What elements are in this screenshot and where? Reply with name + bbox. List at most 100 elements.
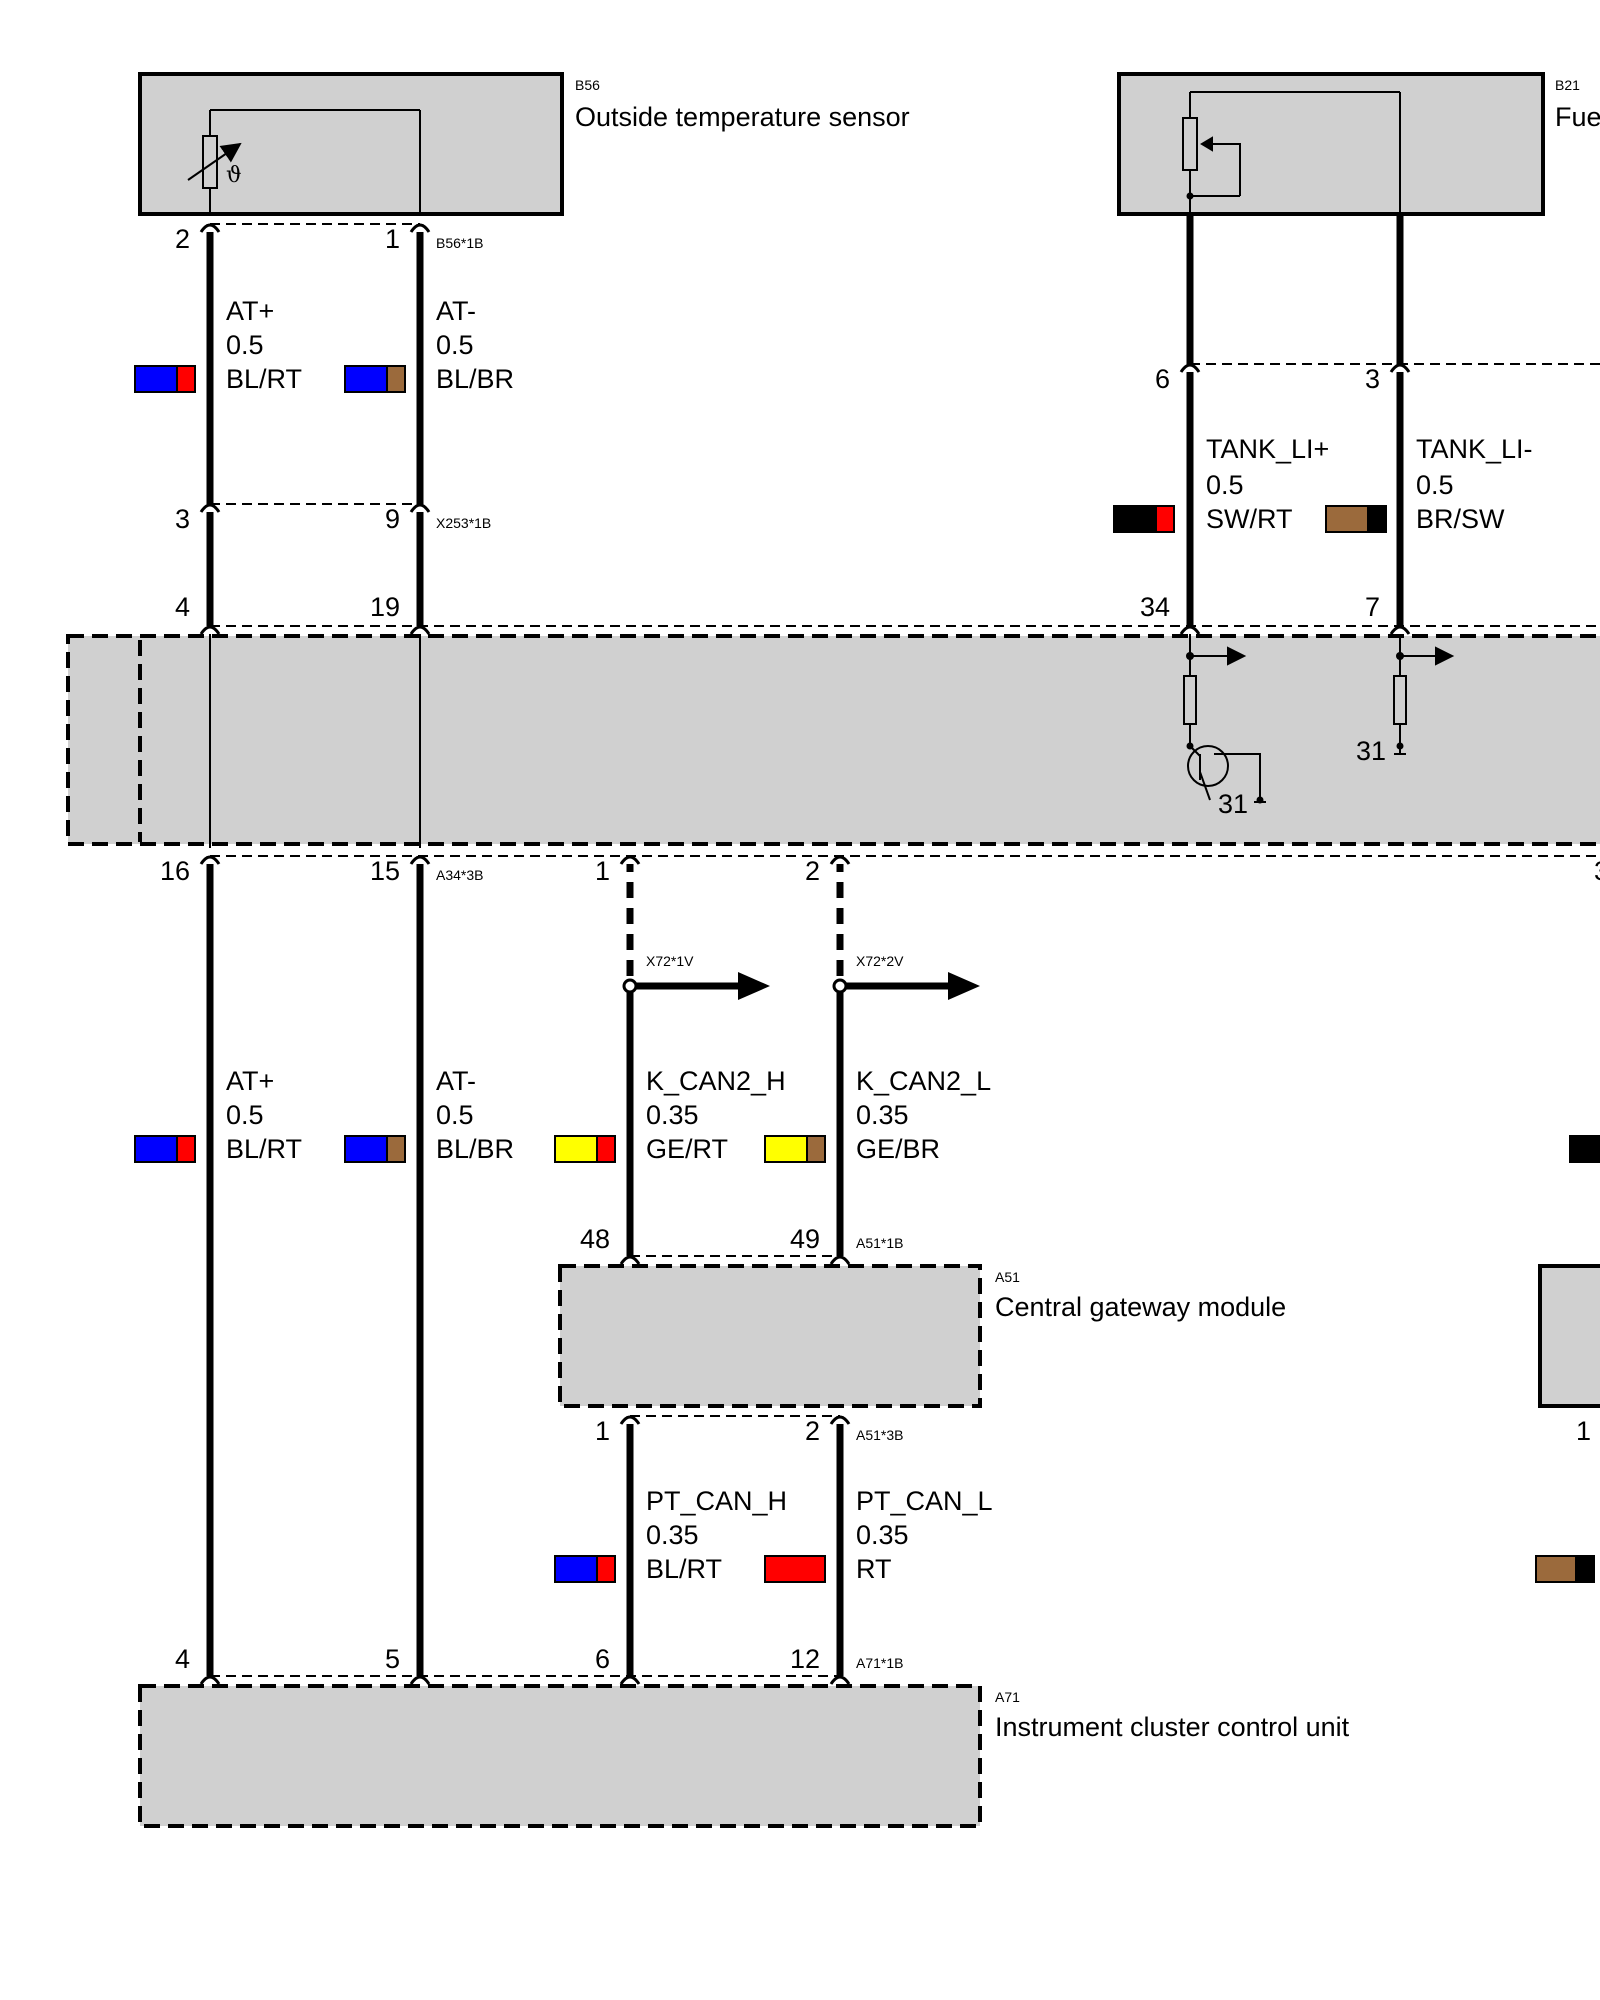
color-swatch-edge-brown-black: [1535, 1555, 1595, 1583]
wires-dashed: [626, 856, 844, 986]
pin-a34-2: 2: [805, 856, 820, 886]
connector-a71-1b: A71*1B: [856, 1655, 903, 1671]
pin-a34-19: 19: [370, 592, 400, 622]
svg-text:0.35: 0.35: [646, 1100, 699, 1130]
b21-junction: [1186, 192, 1194, 200]
wire-label-pt-can-l: PT_CAN_L 0.35 RT: [856, 1486, 993, 1584]
connector-x72-1v: X72*1V: [646, 953, 694, 969]
wire-label-at-minus-bottom: AT- 0.5 BL/BR: [436, 1066, 514, 1164]
connector-x72-2v: X72*2V: [856, 953, 904, 969]
a51-code: A51: [995, 1269, 1020, 1285]
wire-label-pt-can-h: PT_CAN_H 0.35 BL/RT: [646, 1486, 787, 1584]
pin-notches: [199, 223, 1411, 1685]
svg-text:0.5: 0.5: [436, 330, 474, 360]
b56-ntc-sensor: [187, 109, 421, 214]
svg-text:BL/RT: BL/RT: [226, 364, 302, 394]
svg-text:BL/RT: BL/RT: [646, 1554, 722, 1584]
svg-text:PT_CAN_L: PT_CAN_L: [856, 1486, 993, 1516]
a34-pass-through-lines: [209, 630, 421, 848]
wire-label-at-plus-top: AT+ 0.5 BL/RT: [226, 296, 302, 394]
connector-b56-1b: B56*1B: [436, 235, 483, 251]
color-swatch-at-plus-top: [134, 365, 196, 393]
color-swatch-tank-li-plus: [1113, 505, 1175, 533]
svg-text:0.35: 0.35: [646, 1520, 699, 1550]
svg-text:0.35: 0.35: [856, 1100, 909, 1130]
svg-text:AT-: AT-: [436, 296, 476, 326]
svg-text:BL/RT: BL/RT: [226, 1134, 302, 1164]
svg-text:0.5: 0.5: [226, 1100, 264, 1130]
color-swatch-at-plus-bottom: [134, 1135, 196, 1163]
right-edge-component-box[interactable]: [1538, 1264, 1600, 1408]
pin-a34-1: 1: [595, 856, 610, 886]
pin-a71-5: 5: [385, 1644, 400, 1674]
splice-dot-x72-2v: [832, 978, 848, 994]
svg-text:GE/RT: GE/RT: [646, 1134, 728, 1164]
a71-component-box[interactable]: [138, 1684, 982, 1828]
wires: [206, 214, 1404, 1676]
splice-dot-x72-1v: [622, 978, 638, 994]
color-swatch-pt-can-h: [554, 1555, 616, 1583]
pin-right-unit-1: 1: [1576, 1416, 1591, 1446]
color-swatch-tank-li-minus: [1325, 505, 1387, 533]
svg-text:0.35: 0.35: [856, 1520, 909, 1550]
color-swatch-at-minus-top: [344, 365, 406, 393]
pin-a51-49: 49: [790, 1224, 820, 1254]
connector-a51-3b: A51*3B: [856, 1427, 903, 1443]
pin-a34-34: 34: [1140, 592, 1170, 622]
svg-text:GE/BR: GE/BR: [856, 1134, 940, 1164]
ground-label-31-right: 31: [1356, 736, 1386, 766]
svg-text:RT: RT: [856, 1554, 892, 1584]
connector-a51-1b: A51*1B: [856, 1235, 903, 1251]
pin-a34-3: 3: [1594, 856, 1600, 886]
a34-tank-input-circuit: [1183, 630, 1455, 803]
pin-b21-3: 3: [1365, 364, 1380, 394]
pin-a34-4: 4: [175, 592, 190, 622]
svg-text:PT_CAN_H: PT_CAN_H: [646, 1486, 787, 1516]
svg-text:TANK_LI+: TANK_LI+: [1206, 434, 1329, 464]
pin-a34-15: 15: [370, 856, 400, 886]
color-swatch-k-can2-l: [764, 1135, 826, 1163]
a34-module-box[interactable]: [66, 634, 1600, 846]
pin-a71-4: 4: [175, 1644, 190, 1674]
wire-label-tank-li-minus: TANK_LI- 0.5 BR/SW: [1416, 434, 1533, 534]
a71-title: Instrument cluster control unit: [995, 1712, 1350, 1742]
wire-label-tank-li-plus: TANK_LI+ 0.5 SW/RT: [1206, 434, 1329, 534]
ground-label-31-left: 31: [1218, 789, 1248, 819]
svg-text:AT+: AT+: [226, 1066, 274, 1096]
color-swatch-at-minus-bottom: [344, 1135, 406, 1163]
a34-junction-dots: [1186, 652, 1404, 804]
pin-a34-16: 16: [160, 856, 190, 886]
wire-label-at-plus-bottom: AT+ 0.5 BL/RT: [226, 1066, 302, 1164]
b56-sensor-symbol: ϑ: [226, 163, 242, 188]
svg-text:K_CAN2_H: K_CAN2_H: [646, 1066, 786, 1096]
svg-text:AT-: AT-: [436, 1066, 476, 1096]
wire-label-k-can2-h: K_CAN2_H 0.35 GE/RT: [646, 1066, 786, 1164]
svg-text:AT+: AT+: [226, 296, 274, 326]
a51-component-box[interactable]: [558, 1264, 982, 1408]
pin-b56-1: 1: [385, 224, 400, 254]
svg-text:BR/SW: BR/SW: [1416, 504, 1505, 534]
pin-a71-6: 6: [595, 1644, 610, 1674]
splice-arrow-head-x72-1v: [738, 972, 770, 1000]
svg-text:0.5: 0.5: [226, 330, 264, 360]
color-swatch-k-can2-h: [554, 1135, 616, 1163]
pin-x253-9: 9: [385, 504, 400, 534]
connector-lines: [210, 223, 1600, 1677]
color-swatch-pt-can-l: [764, 1555, 826, 1583]
pin-a51-48: 48: [580, 1224, 610, 1254]
b56-code: B56: [575, 77, 600, 93]
pin-b56-2: 2: [175, 224, 190, 254]
pin-a51-2: 2: [805, 1416, 820, 1446]
a51-title: Central gateway module: [995, 1292, 1286, 1322]
wire-label-k-can2-l: K_CAN2_L 0.35 GE/BR: [856, 1066, 991, 1164]
splice-arrow-head-x72-2v: [948, 972, 980, 1000]
b21-title: Fue: [1555, 102, 1600, 132]
pin-a51-1: 1: [595, 1416, 610, 1446]
pin-a71-12: 12: [790, 1644, 820, 1674]
svg-text:0.5: 0.5: [1416, 470, 1454, 500]
connector-x253-1b: X253*1B: [436, 515, 491, 531]
svg-text:BL/BR: BL/BR: [436, 1134, 514, 1164]
svg-text:TANK_LI-: TANK_LI-: [1416, 434, 1533, 464]
color-swatch-edge-black: [1569, 1135, 1600, 1163]
